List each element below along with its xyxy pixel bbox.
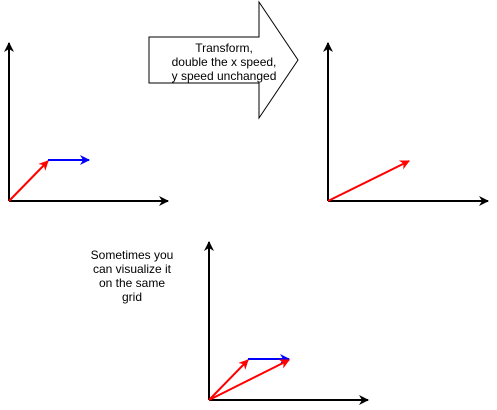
note-line-2: can visualize it (93, 262, 172, 276)
note-line-4: grid (122, 290, 142, 304)
transform-label-line-3: y speed unchanged (172, 69, 277, 83)
transform-label-line-1: Transform, (195, 41, 253, 55)
transform-label-line-2: double the x speed, (172, 55, 277, 69)
graph-original (3, 42, 169, 206)
note-label: Sometimes you can visualize it on the sa… (91, 248, 174, 304)
graph-transformed (323, 42, 489, 206)
transform-arrow: Transform, double the x speed, y speed u… (148, 0, 299, 120)
transformed-velocity-vector (208, 359, 290, 401)
note-line-3: on the same (99, 276, 165, 290)
transformed-velocity-vector (327, 160, 410, 202)
block-arrow-icon (148, 0, 299, 120)
graph-combined (204, 241, 369, 405)
note-line-1: Sometimes you (91, 248, 174, 262)
velocity-vector (208, 359, 249, 401)
velocity-vector (8, 160, 49, 202)
